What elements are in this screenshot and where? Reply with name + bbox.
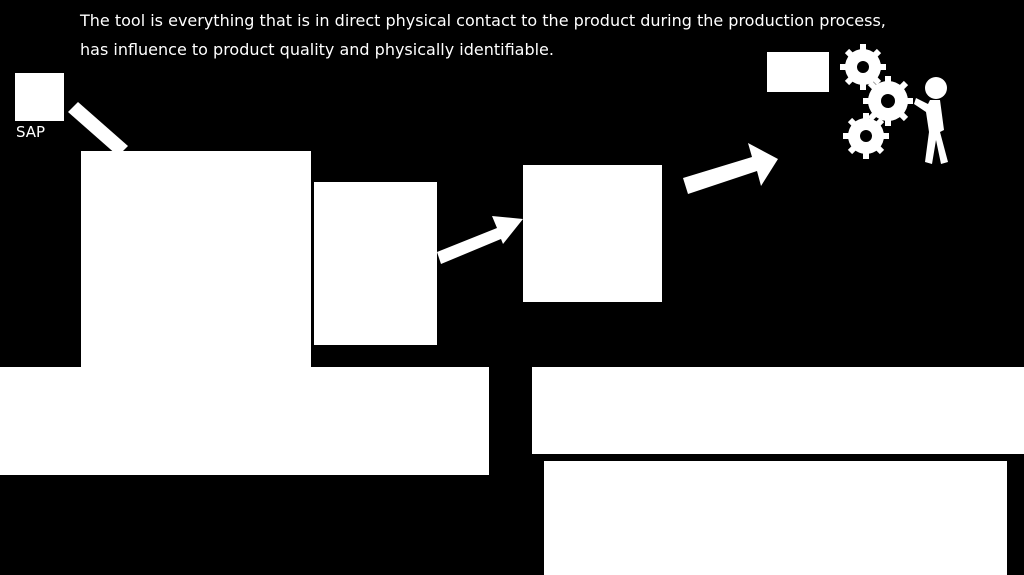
sap-label: SAP <box>16 123 46 141</box>
stick-figure-icon <box>914 77 948 164</box>
tool-box <box>81 151 311 369</box>
result-box <box>523 165 662 302</box>
sap-box <box>15 73 64 121</box>
arrow-process-to-result <box>437 216 523 264</box>
definition-line-2: has influence to product quality and phy… <box>80 40 554 59</box>
definition-line-1: The tool is everything that is in direct… <box>80 11 886 30</box>
bottom-left-panel <box>0 367 489 475</box>
bottom-right-panel-top <box>532 367 1024 454</box>
definition-text: The tool is everything that is in direct… <box>80 6 900 64</box>
process-box <box>314 182 437 345</box>
small-label-box <box>767 52 829 92</box>
sap-connector <box>68 102 128 156</box>
gears-icon <box>840 44 913 159</box>
arrow-result-to-figure <box>683 143 778 194</box>
bottom-right-panel-bottom <box>544 461 1007 575</box>
